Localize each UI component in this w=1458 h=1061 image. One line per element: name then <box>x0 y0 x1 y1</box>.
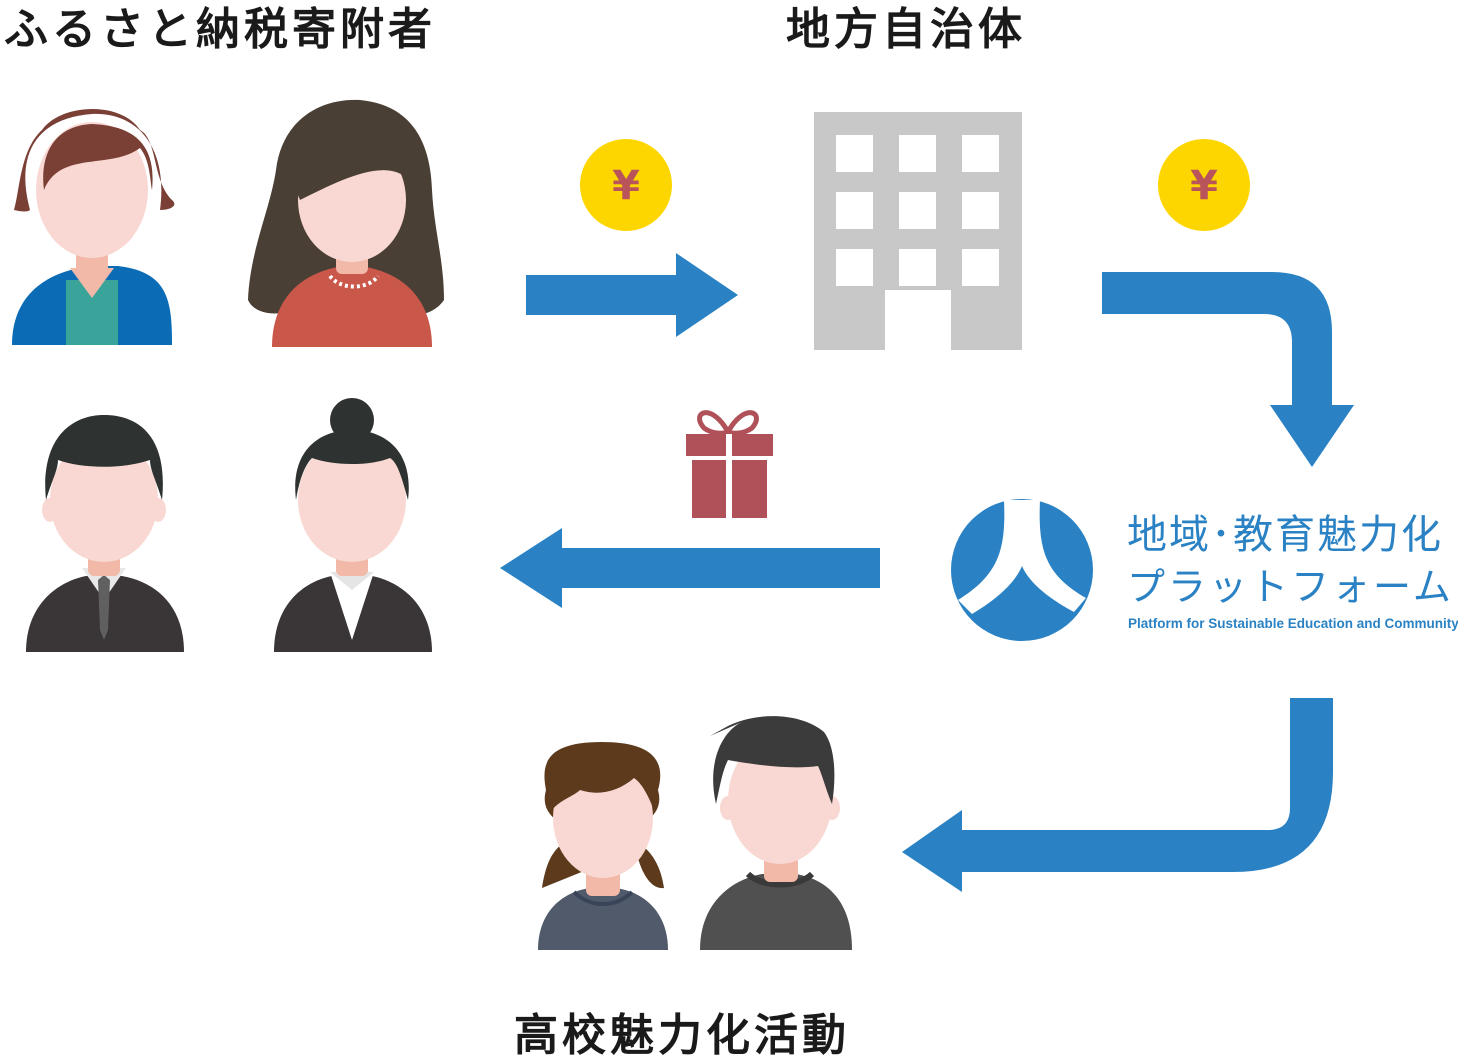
donation-arrow <box>526 253 738 337</box>
coin-icon-2 <box>1158 139 1250 231</box>
platform-english-name: Platform for Sustainable Education and C… <box>1128 616 1458 631</box>
activities-label: 高校魅力化活動 <box>514 1010 850 1061</box>
platform-logo-icon <box>951 499 1093 641</box>
woman-sweater-icon <box>248 99 444 347</box>
man-casual-icon <box>12 108 175 345</box>
woman-suit-icon <box>274 398 432 652</box>
municipality-label: 地方自治体 <box>786 4 1026 55</box>
support-arrow <box>902 698 1333 892</box>
funding-arrow <box>1102 272 1354 467</box>
coin-icon-1 <box>580 139 672 231</box>
platform-title: 地域･教育魅力化 <box>1127 512 1443 558</box>
man-suit-icon <box>26 415 184 652</box>
boy-student-icon <box>700 716 852 950</box>
girl-student-icon <box>538 742 668 950</box>
gift-return-arrow <box>500 528 880 608</box>
donors-label: ふるさと納税寄附者 <box>4 4 436 55</box>
building-icon <box>814 112 1022 350</box>
coin-symbol-2: ¥ <box>1190 163 1218 209</box>
coin-symbol-1: ¥ <box>612 163 640 209</box>
platform-subtitle: プラットフォーム <box>1127 565 1454 609</box>
gift-icon <box>686 410 773 518</box>
